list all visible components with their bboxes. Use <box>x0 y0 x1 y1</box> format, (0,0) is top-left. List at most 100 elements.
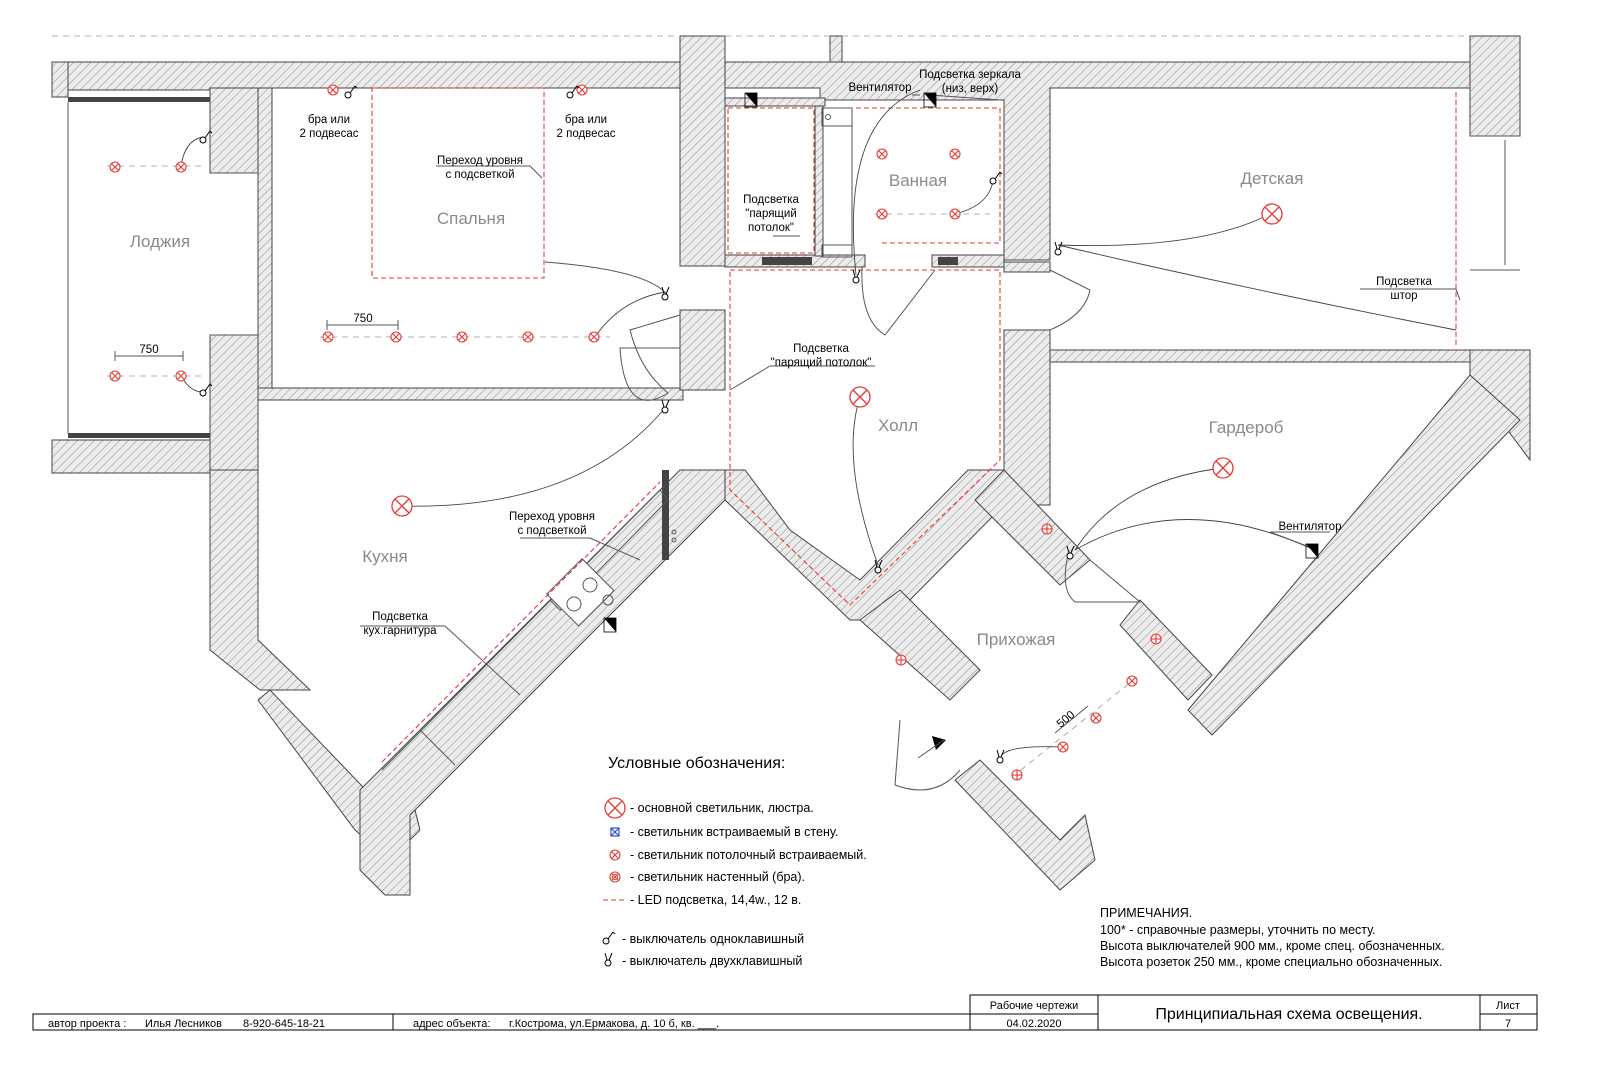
label-level-kitchen-1: Переход уровня <box>509 511 595 523</box>
room-nursery: Детская <box>1241 169 1304 188</box>
ceiling-light-icon <box>876 208 888 220</box>
led-mirror <box>856 107 1001 244</box>
ceiling-light-icon <box>876 148 888 160</box>
sheet-label: Лист <box>1496 1000 1520 1012</box>
double-switch-icon <box>852 269 861 284</box>
ceiling-light-icon <box>576 84 588 96</box>
ceiling-light-icon <box>1057 741 1069 753</box>
annotations: бра или 2 подвесас бра или 2 подвесас Пе… <box>139 69 1432 730</box>
double-switch-icon <box>661 399 670 414</box>
dimension-750-bedroom: 750 <box>353 313 372 325</box>
wall-light-icon <box>1011 769 1023 781</box>
ceiling-light-icon <box>588 331 600 343</box>
fan-icon <box>1305 543 1319 559</box>
stage-label: Рабочие чертежи <box>990 1000 1078 1012</box>
author-name: Илья Лесников <box>145 1018 222 1030</box>
legend: Условные обозначения: - основной светиль… <box>602 755 867 968</box>
legend-item-switch-single: - выключатель одноклавишный <box>622 932 804 946</box>
legend-item-wall-recessed: - светильник встраиваемый в стену. <box>630 825 838 839</box>
room-entry: Прихожая <box>977 630 1056 649</box>
drawing-title: Принципиальная схема освещения. <box>1155 1006 1422 1023</box>
leaders <box>114 94 1461 734</box>
ceiling-light-icon <box>949 148 961 160</box>
label-float-hall-2: "парящий потолок" <box>771 357 872 369</box>
double-switch-icon <box>1054 241 1063 256</box>
ceiling-light-icon <box>456 331 468 343</box>
ceiling-light-icon <box>1126 675 1138 687</box>
author-phone: 8-920-645-18-21 <box>243 1018 325 1030</box>
title-block: автор проекта : Илья Лесников 8-920-645-… <box>32 994 1538 1031</box>
wall-recessed-light-icon <box>610 827 620 837</box>
label-float-hall-1: Подсветка <box>793 343 849 355</box>
legend-item-ceiling: - светильник потолочный встраиваемый. <box>630 848 867 862</box>
address-value: г.Кострома, ул.Ермакова, д. 10 б, кв. __… <box>509 1018 719 1030</box>
legend-item-switch-double: - выключатель двухклавишный <box>622 954 802 968</box>
led-hall-ceiling <box>729 269 1001 606</box>
chandelier-icon <box>604 797 626 819</box>
label-mirror-2: (низ, верх) <box>942 83 999 95</box>
label-curtains-2: штор <box>1390 290 1417 302</box>
label-level-bedroom-2: с подсветкой <box>445 169 514 181</box>
label-fan-bath: Вентилятор <box>849 82 912 94</box>
ceiling-light-icon <box>109 370 121 382</box>
dimension-750-loggia: 750 <box>139 344 158 356</box>
label-mirror-1: Подсветка зеркала <box>919 69 1021 81</box>
label-bra-right-2: 2 подвесас <box>557 128 616 140</box>
wall-light-icon <box>895 654 907 666</box>
wall-sconce-icon <box>609 871 621 883</box>
ceiling-light-icon <box>327 84 339 96</box>
legend-item-led: - LED подсветка, 14,4w., 12 в. <box>630 893 801 907</box>
ceiling-light-icon <box>949 208 961 220</box>
chandelier-icon <box>1261 203 1283 225</box>
legend-item-sconce: - светильник настенный (бра). <box>630 870 805 884</box>
walls <box>51 35 1531 896</box>
address-label: адрес объекта: <box>413 1018 490 1030</box>
double-switch-icon <box>996 749 1005 764</box>
ceiling-light-icon <box>175 161 187 173</box>
ceiling-light-icon <box>322 331 334 343</box>
notes-line-2: Высота выключателей 900 мм., кроме спец.… <box>1100 939 1445 953</box>
legend-item-chandelier: - основной светильник, люстра. <box>630 801 814 815</box>
ceiling-light-icon <box>109 161 121 173</box>
notes-line-3: Высота розеток 250 мм., кроме специально… <box>1100 955 1443 969</box>
led-kitchen-set <box>381 481 661 763</box>
chandelier-icon <box>391 495 413 517</box>
chandelier-icon <box>1212 457 1234 479</box>
label-bra-left-2: 2 подвесас <box>300 128 359 140</box>
room-bathroom: Ванная <box>889 171 947 190</box>
led-bath-ceiling <box>727 107 815 254</box>
room-loggia: Лоджия <box>130 232 190 251</box>
label-bra-right-1: бра или <box>565 114 607 126</box>
label-kitchen-set-1: Подсветка <box>372 611 428 623</box>
label-float-bath-3: потолок" <box>748 222 794 234</box>
ceiling-light-icon <box>1090 712 1102 724</box>
room-labels: Лоджия Спальня Ванная Детская Холл Гарде… <box>130 169 1304 649</box>
notes-title: ПРИМЕЧАНИЯ. <box>1100 906 1192 920</box>
label-fan-wardrobe: Вентилятор <box>1279 521 1342 533</box>
led-bedroom-level <box>371 87 545 279</box>
ceiling-light-icon <box>390 331 402 343</box>
room-bedroom: Спальня <box>437 209 505 228</box>
label-float-bath-1: Подсветка <box>743 194 799 206</box>
label-float-bath-2: "парящий <box>745 208 797 220</box>
fan-icon <box>603 617 617 633</box>
sheet-number: 7 <box>1505 1018 1511 1030</box>
single-switch-icon <box>602 931 616 945</box>
label-curtains-1: Подсветка <box>1376 276 1432 288</box>
notes: ПРИМЕЧАНИЯ. 100* - справочные размеры, у… <box>1100 906 1445 969</box>
date-value: 04.02.2020 <box>1006 1018 1061 1030</box>
ceiling-light-icon <box>609 849 621 861</box>
wall-light-icon <box>1041 523 1053 535</box>
fixtures <box>109 84 1319 781</box>
ceiling-light-icon <box>522 331 534 343</box>
legend-title: Условные обозначения: <box>608 755 785 772</box>
label-kitchen-set-2: кух.гарнитура <box>363 625 437 637</box>
label-level-kitchen-2: с подсветкой <box>517 525 586 537</box>
ceiling-light-icon <box>175 370 187 382</box>
room-hall: Холл <box>878 416 918 435</box>
label-level-bedroom-1: Переход уровня <box>437 155 523 167</box>
author-label: автор проекта : <box>48 1018 126 1030</box>
led-strips <box>371 87 1457 763</box>
wall-light-icon <box>1150 633 1162 645</box>
